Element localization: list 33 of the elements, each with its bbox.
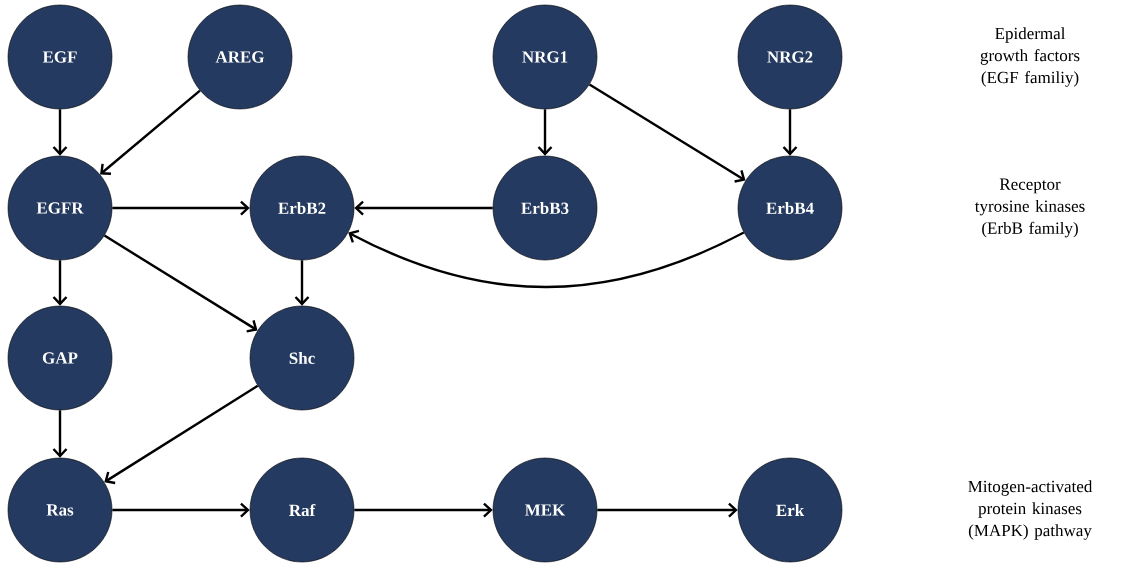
pathway-node: Erk bbox=[737, 457, 843, 563]
arrow bbox=[354, 200, 493, 216]
arrow bbox=[104, 384, 259, 485]
arrow bbox=[112, 200, 250, 216]
arrow bbox=[294, 260, 310, 306]
arrow bbox=[597, 502, 738, 518]
arrow bbox=[588, 83, 746, 183]
pathway-node: MEK bbox=[492, 457, 598, 563]
pathway-node: Raf bbox=[249, 457, 355, 563]
pathway-node: Ras bbox=[7, 457, 113, 563]
arrow bbox=[348, 229, 745, 289]
pathway-node: EGFR bbox=[7, 155, 113, 261]
arrow bbox=[52, 109, 68, 156]
arrow bbox=[354, 502, 493, 518]
arrow bbox=[100, 89, 201, 175]
arrow bbox=[112, 502, 250, 518]
pathway-node: GAP bbox=[7, 305, 113, 411]
arrow bbox=[52, 260, 68, 306]
row-label: Receptor tyrosine kinases (ErbB family) bbox=[974, 178, 1085, 238]
arrow bbox=[537, 109, 553, 156]
pathway-node: Shc bbox=[249, 305, 355, 411]
arrow bbox=[782, 109, 798, 156]
arrow bbox=[103, 234, 258, 333]
pathway-node: EGF bbox=[7, 4, 113, 110]
row-label: Mitogen-activated protein kinases (MAPK) pathway bbox=[968, 480, 1093, 540]
pathway-node: ErbB2 bbox=[249, 155, 355, 261]
pathway-node: ErbB4 bbox=[737, 155, 843, 261]
row-label: Epidermal growth factors (EGF familiy) bbox=[980, 27, 1080, 87]
pathway-node: NRG1 bbox=[492, 4, 598, 110]
pathway-node: ErbB3 bbox=[492, 155, 598, 261]
arrow bbox=[52, 410, 68, 458]
pathway-node: AREG bbox=[187, 4, 293, 110]
pathway-node: NRG2 bbox=[737, 4, 843, 110]
